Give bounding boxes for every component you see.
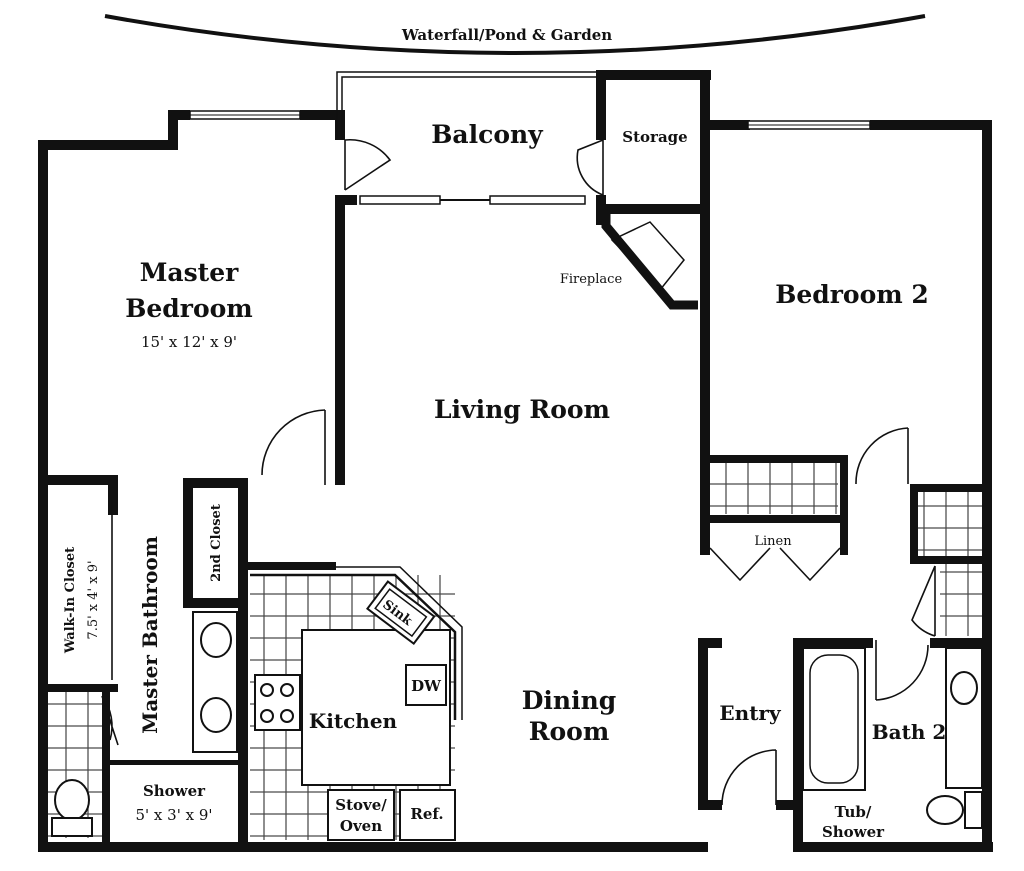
balcony-rail [336, 71, 596, 140]
master-bedroom-label-1: Master [140, 258, 239, 287]
tub-label-1: Tub/ [835, 803, 872, 821]
kitchen-label: Kitchen [309, 709, 398, 733]
storage-label: Storage [622, 128, 687, 146]
windows [189, 110, 871, 205]
shower-label: Shower [143, 782, 206, 800]
living-room-label: Living Room [434, 395, 610, 424]
second-closet-label: 2nd Closet [209, 504, 224, 582]
toilet-master [54, 779, 90, 821]
bath2-vanity [945, 647, 983, 789]
toilet-bath2 [926, 795, 964, 825]
entry-label: Entry [719, 701, 782, 725]
garden-label: Waterfall/Pond & Garden [401, 26, 612, 44]
dishwasher [405, 664, 447, 706]
sink-fixture [366, 580, 436, 646]
walkin-closet-dims: 7.5' x 4' x 9' [86, 560, 101, 639]
closet-shelf-tiles-2 [918, 492, 982, 556]
bathtub [802, 647, 866, 791]
walkin-closet-label: Walk-In Closet [63, 547, 78, 654]
master-bath-label: Master Bathroom [138, 536, 162, 734]
dining-label-2: Room [529, 717, 610, 746]
ref-label: Ref. [410, 805, 443, 823]
stove-oven [327, 789, 395, 841]
master-bedroom-label-2: Bedroom [125, 294, 253, 323]
dw-label: DW [411, 677, 442, 695]
kitchen-counter [250, 573, 457, 720]
linen-label: Linen [754, 534, 792, 549]
tub-label-2: Shower [822, 823, 885, 841]
bedroom2-label: Bedroom 2 [775, 280, 929, 309]
balcony-label: Balcony [431, 120, 544, 149]
bath2-label: Bath 2 [872, 720, 947, 744]
shower-dims: 5' x 3' x 9' [136, 806, 213, 824]
master-bedroom-dims: 15' x 12' x 9' [141, 333, 237, 351]
kitchen-island [301, 629, 451, 786]
stove-label-1: Stove/ [335, 796, 387, 814]
walls [38, 70, 993, 852]
doors [101, 138, 936, 806]
closet-shelf-tiles-1 [708, 462, 838, 514]
fireplace-shape [601, 214, 698, 310]
closet-shelf-tiles-3 [940, 564, 984, 636]
dining-label-1: Dining [522, 686, 617, 715]
garden-arc [104, 14, 926, 55]
stove-label-2: Oven [340, 817, 382, 835]
refrigerator [399, 789, 456, 841]
fireplace-label: Fireplace [560, 272, 623, 287]
cooktop [254, 674, 301, 731]
